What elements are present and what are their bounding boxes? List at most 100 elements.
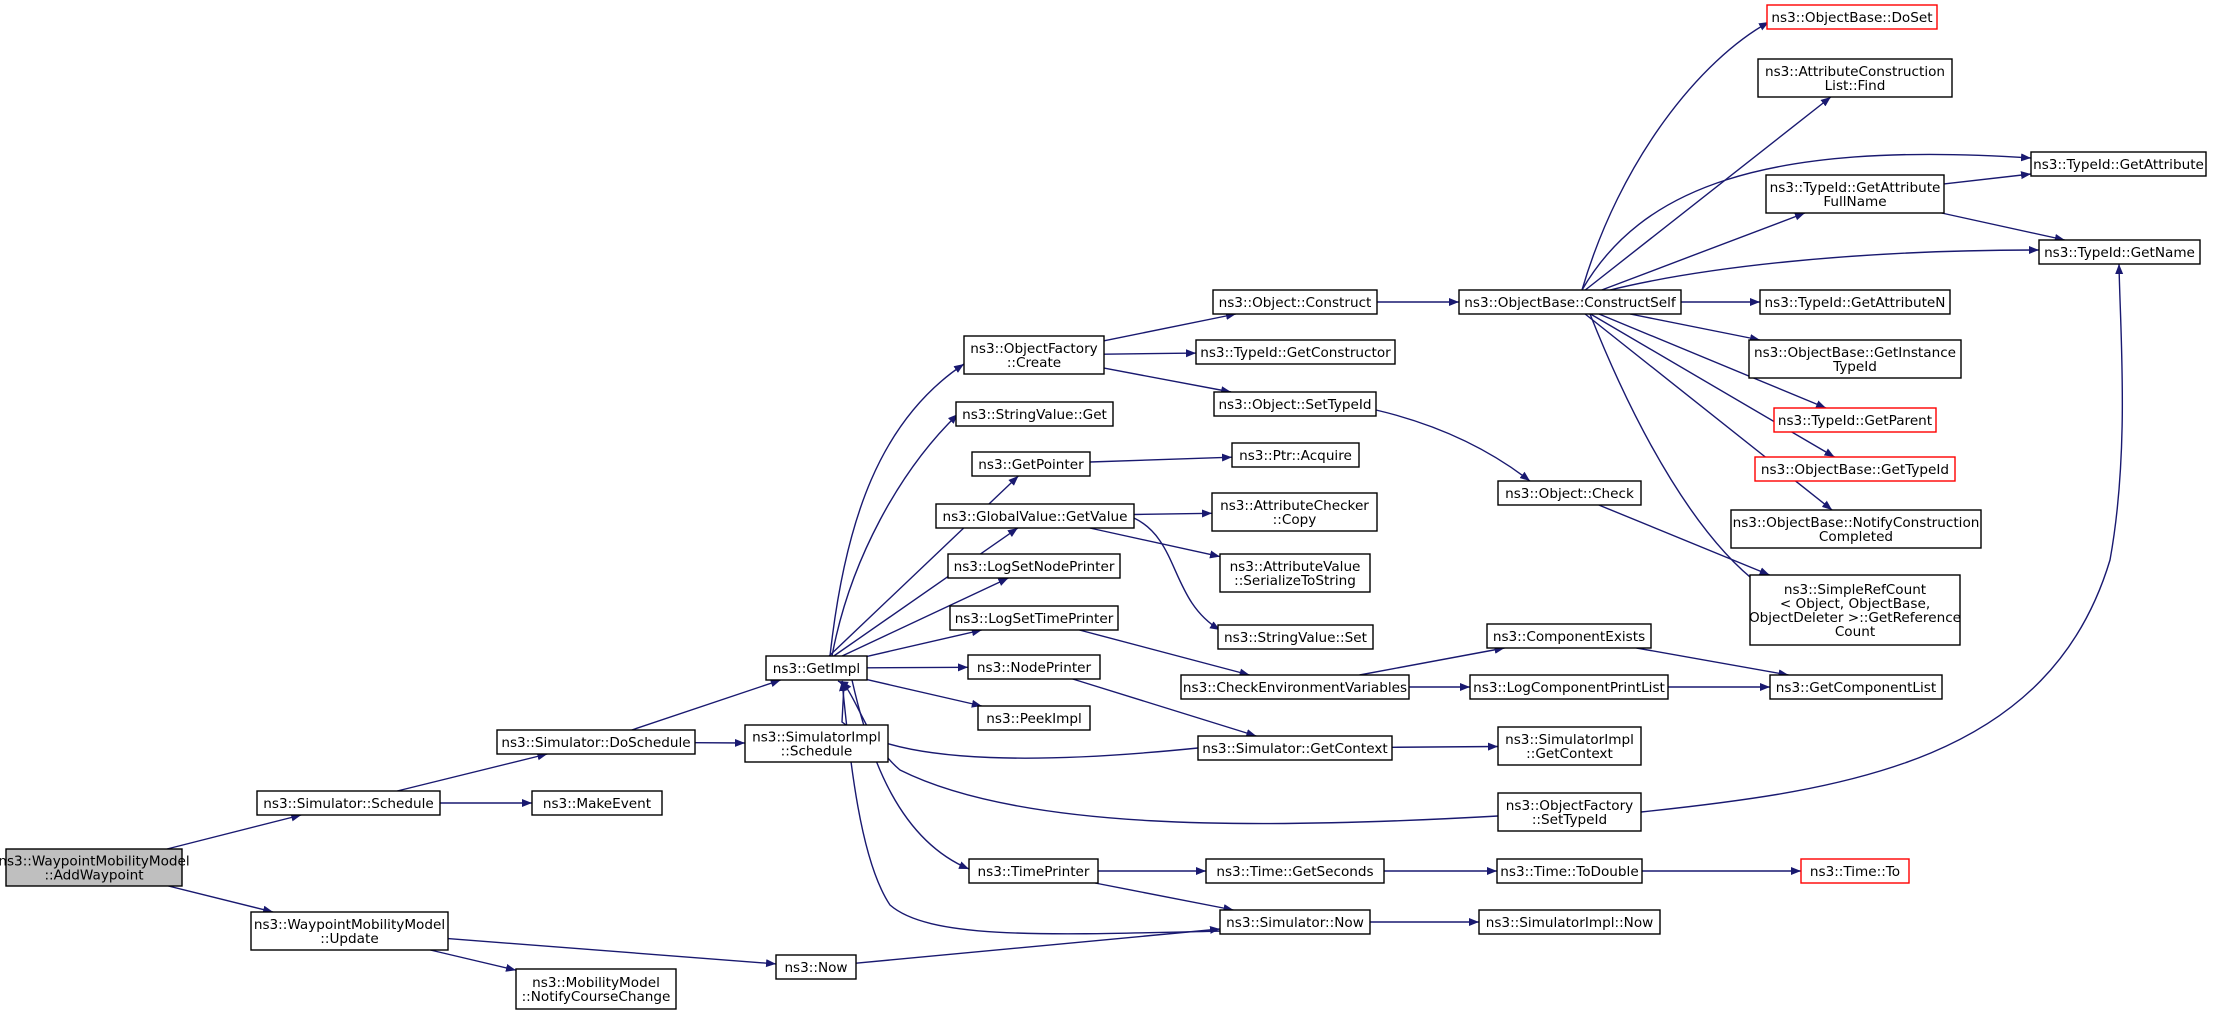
- node-gv-getvalue[interactable]: ns3::GlobalValue::GetValue: [935, 503, 1135, 529]
- node-box[interactable]: [496, 729, 696, 755]
- node-obj-construct[interactable]: ns3::Object::Construct: [1212, 289, 1378, 315]
- node-box[interactable]: [949, 605, 1119, 631]
- node-box[interactable]: [947, 553, 1121, 579]
- node-box[interactable]: [1197, 735, 1393, 761]
- node-box[interactable]: [744, 724, 889, 763]
- node-box[interactable]: [1800, 858, 1910, 884]
- node-box[interactable]: [1773, 407, 1937, 433]
- node-box[interactable]: [1759, 289, 1951, 315]
- node-box[interactable]: [1497, 726, 1642, 766]
- node-root[interactable]: ns3::WaypointMobilityModel::AddWaypoint: [0, 848, 190, 887]
- node-ob-notify[interactable]: ns3::ObjectBase::NotifyConstructionCompl…: [1730, 509, 1982, 549]
- node-box[interactable]: [1211, 492, 1378, 532]
- node-box[interactable]: [1496, 858, 1643, 884]
- node-ac-copy[interactable]: ns3::AttributeChecker::Copy: [1211, 492, 1378, 532]
- node-box[interactable]: [1478, 909, 1661, 935]
- node-sv-set[interactable]: ns3::StringValue::Set: [1217, 624, 1374, 650]
- node-box[interactable]: [967, 654, 1101, 680]
- node-now[interactable]: ns3::Now: [775, 954, 857, 980]
- node-simimpl-getcontext[interactable]: ns3::SimulatorImpl::GetContext: [1497, 726, 1642, 766]
- node-box[interactable]: [1769, 674, 1943, 700]
- node-ob-doset[interactable]: ns3::ObjectBase::DoSet: [1766, 4, 1938, 30]
- node-ptr-acquire[interactable]: ns3::Ptr::Acquire: [1231, 442, 1360, 468]
- node-box[interactable]: [250, 911, 449, 951]
- node-box[interactable]: [1180, 674, 1410, 700]
- node-box[interactable]: [5, 848, 183, 887]
- node-box[interactable]: [963, 335, 1105, 375]
- node-box[interactable]: [1219, 553, 1371, 593]
- node-sim-now[interactable]: ns3::Simulator::Now: [1219, 909, 1371, 935]
- node-tid-getattributen[interactable]: ns3::TypeId::GetAttributeN: [1759, 289, 1951, 315]
- node-box[interactable]: [1212, 289, 1378, 315]
- node-box[interactable]: [1749, 574, 1961, 646]
- node-box[interactable]: [977, 705, 1091, 731]
- node-log-nodeprinter[interactable]: ns3::LogSetNodePrinter: [947, 553, 1121, 579]
- node-box[interactable]: [256, 790, 441, 816]
- node-time-printer[interactable]: ns3::TimePrinter: [968, 858, 1099, 884]
- node-tid-getparent[interactable]: ns3::TypeId::GetParent: [1773, 407, 1937, 433]
- node-sim-schedule[interactable]: ns3::Simulator::Schedule: [256, 790, 441, 816]
- node-box[interactable]: [515, 968, 677, 1010]
- node-tid-getconstructor[interactable]: ns3::TypeId::GetConstructor: [1195, 339, 1396, 365]
- node-box[interactable]: [1730, 509, 1982, 549]
- node-box[interactable]: [2030, 151, 2207, 177]
- node-get-comp-list[interactable]: ns3::GetComponentList: [1769, 674, 1943, 700]
- node-box[interactable]: [531, 790, 663, 816]
- node-box[interactable]: [2038, 239, 2201, 265]
- node-box[interactable]: [1205, 858, 1385, 884]
- node-box[interactable]: [955, 401, 1114, 427]
- node-box[interactable]: [1765, 174, 1945, 214]
- node-box[interactable]: [971, 451, 1091, 477]
- node-box[interactable]: [765, 655, 868, 681]
- node-of-settypeid[interactable]: ns3::ObjectFactory::SetTypeId: [1497, 792, 1642, 832]
- node-simimpl-schedule[interactable]: ns3::SimulatorImpl::Schedule: [744, 724, 889, 763]
- node-simimpl-now[interactable]: ns3::SimulatorImpl::Now: [1478, 909, 1661, 935]
- node-get-pointer[interactable]: ns3::GetPointer: [971, 451, 1091, 477]
- node-sv-get[interactable]: ns3::StringValue::Get: [955, 401, 1114, 427]
- node-box[interactable]: [1486, 623, 1652, 649]
- node-peek-impl[interactable]: ns3::PeekImpl: [977, 705, 1091, 731]
- node-av-serialize[interactable]: ns3::AttributeValue::SerializeToString: [1219, 553, 1371, 593]
- node-obj-settypeid[interactable]: ns3::Object::SetTypeId: [1213, 391, 1377, 417]
- node-box[interactable]: [968, 858, 1099, 884]
- node-box[interactable]: [1219, 909, 1371, 935]
- node-tid-getattribute[interactable]: ns3::TypeId::GetAttribute: [2030, 151, 2207, 177]
- node-wmm-update[interactable]: ns3::WaypointMobilityModel::Update: [250, 911, 449, 951]
- node-node-printer[interactable]: ns3::NodePrinter: [967, 654, 1101, 680]
- node-box[interactable]: [1748, 339, 1962, 379]
- node-box[interactable]: [1754, 456, 1956, 482]
- node-of-create[interactable]: ns3::ObjectFactory::Create: [963, 335, 1105, 375]
- node-box[interactable]: [1458, 289, 1682, 315]
- node-sim-doschedule[interactable]: ns3::Simulator::DoSchedule: [496, 729, 696, 755]
- node-ob-constructself[interactable]: ns3::ObjectBase::ConstructSelf: [1458, 289, 1682, 315]
- node-log-comp-printlist[interactable]: ns3::LogComponentPrintList: [1469, 674, 1669, 700]
- node-comp-exists[interactable]: ns3::ComponentExists: [1486, 623, 1652, 649]
- node-box[interactable]: [1497, 792, 1642, 832]
- node-box[interactable]: [1195, 339, 1396, 365]
- node-box[interactable]: [1217, 624, 1374, 650]
- node-time-todouble[interactable]: ns3::Time::ToDouble: [1496, 858, 1643, 884]
- node-time-getseconds[interactable]: ns3::Time::GetSeconds: [1205, 858, 1385, 884]
- node-check-env[interactable]: ns3::CheckEnvironmentVariables: [1180, 674, 1410, 700]
- node-time-to[interactable]: ns3::Time::To: [1800, 858, 1910, 884]
- node-sim-getcontext[interactable]: ns3::Simulator::GetContext: [1197, 735, 1393, 761]
- node-get-impl[interactable]: ns3::GetImpl: [765, 655, 868, 681]
- node-box[interactable]: [1231, 442, 1360, 468]
- node-obj-check[interactable]: ns3::Object::Check: [1497, 480, 1642, 506]
- node-log-timeprinter[interactable]: ns3::LogSetTimePrinter: [949, 605, 1119, 631]
- node-box[interactable]: [1469, 674, 1669, 700]
- node-box[interactable]: [1213, 391, 1377, 417]
- node-box[interactable]: [1766, 4, 1938, 30]
- node-box[interactable]: [775, 954, 857, 980]
- node-box[interactable]: [1497, 480, 1642, 506]
- node-notify-course[interactable]: ns3::MobilityModel::NotifyCourseChange: [515, 968, 677, 1010]
- node-ob-gettypeid[interactable]: ns3::ObjectBase::GetTypeId: [1754, 456, 1956, 482]
- node-simple-refcount[interactable]: ns3::SimpleRefCount< Object, ObjectBase,…: [1749, 574, 1961, 646]
- node-box[interactable]: [935, 503, 1135, 529]
- node-make-event[interactable]: ns3::MakeEvent: [531, 790, 663, 816]
- node-tid-getname[interactable]: ns3::TypeId::GetName: [2038, 239, 2201, 265]
- node-box[interactable]: [1757, 58, 1953, 98]
